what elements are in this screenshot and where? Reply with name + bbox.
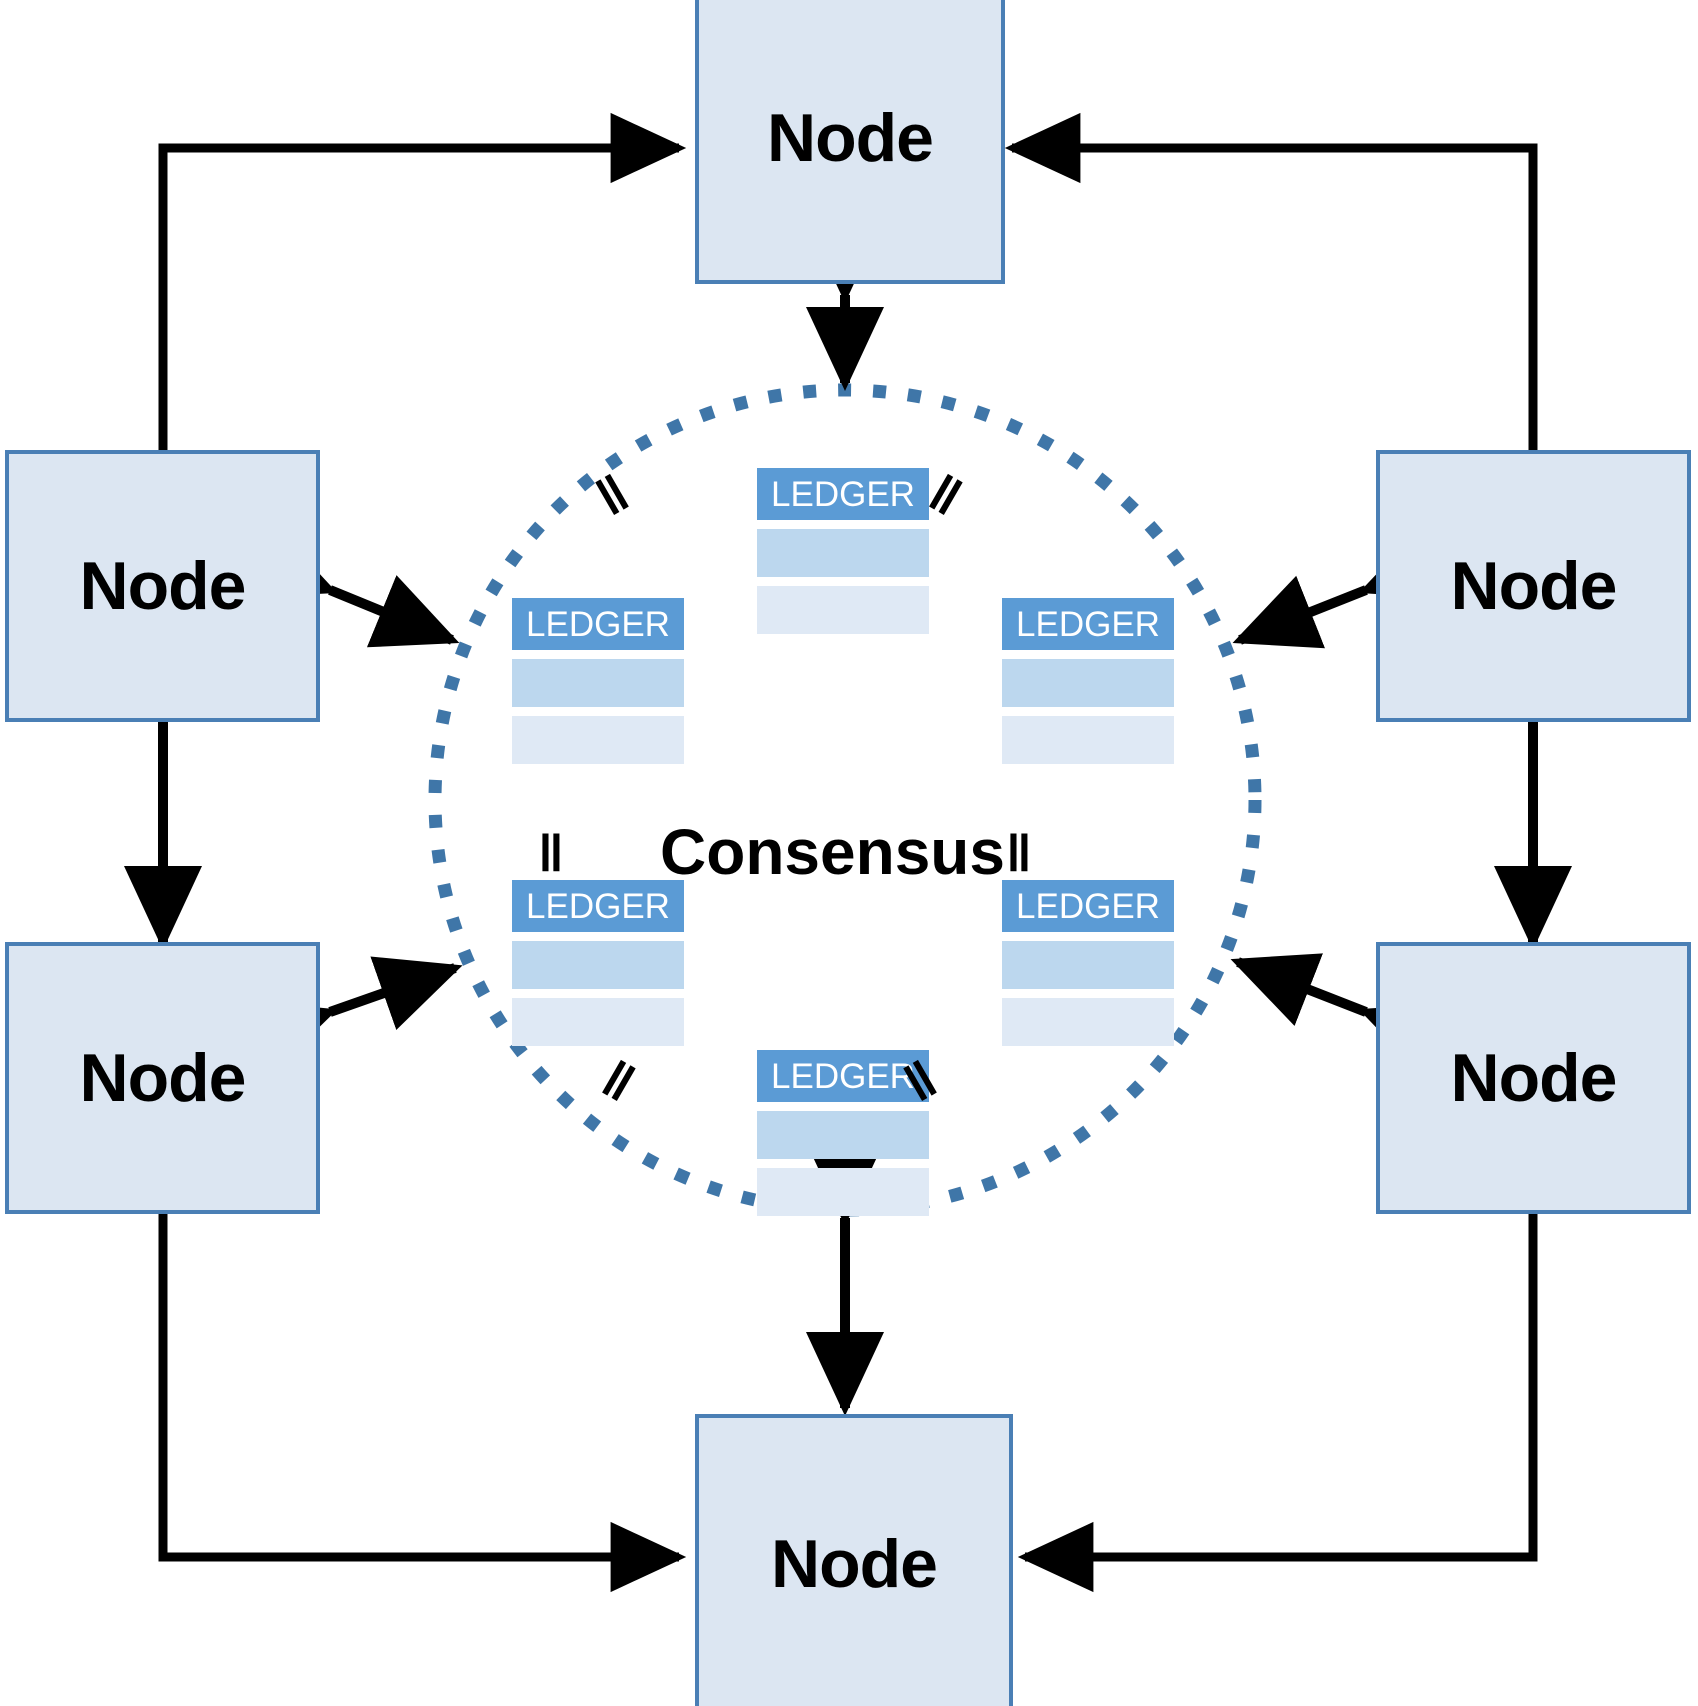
node-top[interactable]: Node bbox=[695, 0, 1005, 284]
ledger-header: LEDGER bbox=[512, 598, 684, 650]
ledger-left-upper[interactable]: LEDGER bbox=[512, 598, 684, 764]
ledger-row bbox=[512, 659, 684, 707]
node-label: Node bbox=[79, 548, 247, 624]
node-label: Node bbox=[767, 100, 934, 176]
equals-icon-mid-right: ‖ bbox=[1006, 825, 1032, 883]
ledger-left-lower[interactable]: LEDGER bbox=[512, 880, 684, 1046]
node-right-lower[interactable]: Node bbox=[1376, 942, 1691, 1214]
node-right-upper[interactable]: Node bbox=[1376, 450, 1691, 722]
node-bottom[interactable]: Node bbox=[695, 1414, 1013, 1706]
ledger-right-upper[interactable]: LEDGER bbox=[1002, 598, 1174, 764]
ledger-header: LEDGER bbox=[757, 468, 929, 520]
arrow-right-lower-consensus bbox=[1230, 953, 1451, 1076]
ledger-row bbox=[1002, 659, 1174, 707]
ledger-row bbox=[757, 1168, 929, 1216]
ledger-header: LEDGER bbox=[757, 1050, 929, 1102]
consensus-label: Consensus bbox=[660, 816, 1005, 888]
ledger-row bbox=[1002, 941, 1174, 989]
node-label: Node bbox=[771, 1526, 938, 1602]
ledger-row bbox=[757, 529, 929, 577]
node-label: Node bbox=[1450, 1040, 1618, 1116]
node-label: Node bbox=[79, 1040, 247, 1116]
ledger-row bbox=[512, 716, 684, 764]
ledger-row bbox=[757, 1111, 929, 1159]
ledger-right-lower[interactable]: LEDGER bbox=[1002, 880, 1174, 1046]
ledger-bottom[interactable]: LEDGER bbox=[757, 1050, 929, 1216]
arrow-right-upper-consensus bbox=[1232, 525, 1452, 649]
ledger-row bbox=[1002, 716, 1174, 764]
ledger-row bbox=[512, 998, 684, 1046]
ledger-top[interactable]: LEDGER bbox=[757, 468, 929, 634]
arrow-left-upper-to-top bbox=[158, 112, 687, 450]
node-label: Node bbox=[1450, 548, 1618, 624]
node-left-lower[interactable]: Node bbox=[5, 942, 320, 1214]
ledger-row bbox=[512, 941, 684, 989]
ledger-header: LEDGER bbox=[1002, 598, 1174, 650]
arrow-right-upper-to-top bbox=[1004, 112, 1538, 450]
arrow-left-upper-consensus bbox=[244, 525, 460, 648]
equals-icon-mid-left: ‖ bbox=[538, 825, 564, 883]
ledger-row bbox=[1002, 998, 1174, 1046]
arrow-left-lower-to-bottom bbox=[158, 1148, 687, 1593]
ledger-row bbox=[757, 586, 929, 634]
arrow-left-lower-consensus bbox=[245, 956, 463, 1075]
arrow-right-lower-to-bottom bbox=[1017, 1148, 1538, 1593]
ledger-header: LEDGER bbox=[1002, 880, 1174, 932]
ledger-header: LEDGER bbox=[512, 880, 684, 932]
node-left-upper[interactable]: Node bbox=[5, 450, 320, 722]
